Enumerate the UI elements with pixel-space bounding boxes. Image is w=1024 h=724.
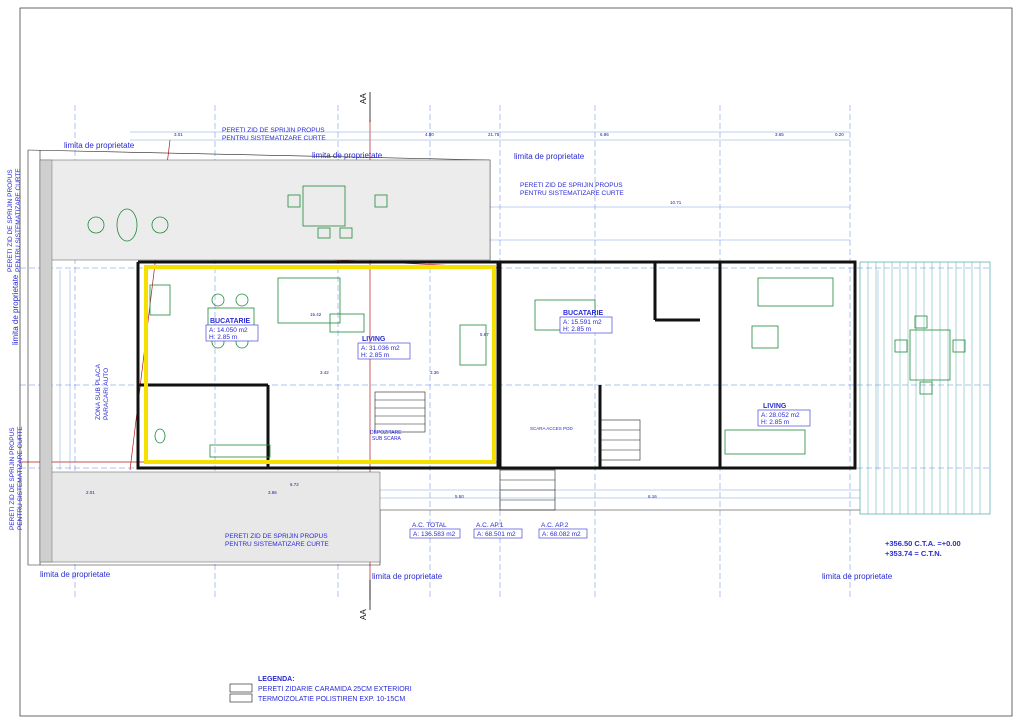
retaining-wall-label-bottom-1: PERETI ZID DE SPRIJIN PROPUS [225,533,328,540]
dim-overall: 21.75 [488,132,500,137]
dim-13: 6.16 [648,494,657,499]
ap2-label: A.C. AP.2 [541,522,569,529]
room-area: A: 31.036 m2 [361,345,400,352]
room-area: A: 28.052 m2 [761,412,800,419]
dim-4: 3.65 [775,132,784,137]
furniture [87,185,966,458]
retaining-wall-label-left-1: PERETI ZID DE SPRIJIN PROPUS [7,169,14,272]
elevation-cta: +356.50 C.T.A. =+0.00 [885,539,961,548]
section-marker-top: AA [359,93,368,104]
parking-zone-label-1: ZONA SUB PLACA [95,363,102,420]
dim-3: 6.86 [600,132,609,137]
dimension-texts: 21.75 3.01 4.80 6.86 3.65 0.20 10.71 3.4… [86,132,844,499]
room-height: H: 2.85 m [209,334,237,341]
room-name: LIVING [362,336,386,343]
property-limit-label-2: limita de proprietate [312,151,383,160]
dim-1: 3.01 [174,132,183,137]
dim-14: 15.42 [310,312,322,317]
dim-7: 3.42 [320,370,329,375]
retaining-wall-label-mid-1: PERETI ZID DE SPRIJIN PROPUS [520,182,623,189]
legend-line-2: TERMOIZOLATIE POLISTIREN EXP. 10-15CM [258,696,405,703]
ap1-label: A.C. AP.1 [476,522,504,529]
section-markers: AA AA [359,92,371,620]
room-name: LIVING [763,403,787,410]
room-area: A: 14.050 m2 [209,327,248,334]
section-marker-bottom: AA [359,609,368,620]
parking-zone-label-2: PARACARI AUTO [103,368,110,420]
retaining-wall-label-top-2: PENTRU SISTEMATIZARE CURTE [222,135,326,142]
room-name: BUCATARIE [563,310,604,317]
property-limit-label-6: limita de proprietate [822,572,893,581]
property-limit-label-4: limita de proprietate [40,570,111,579]
dim-11: 3.66 [268,490,277,495]
dim-5: 0.20 [835,132,844,137]
storage-label-1: DEPOZITARE [370,430,402,436]
terrace-deck [859,261,991,515]
room-height: H: 2.85 m [361,352,389,359]
apartment-highlight [144,265,496,464]
retaining-wall-label-left-3: PERETI ZID DE SPRIJIN PROPUS [9,427,16,530]
ap2-value: A: 68.082 m2 [542,531,581,538]
stair-label: SCARA ACCES POD [530,426,574,431]
ap1-value: A: 68.501 m2 [477,531,516,538]
room-living-right: LIVING A: 28.052 m2 H: 2.85 m [757,403,811,427]
room-height: H: 2.85 m [761,419,789,426]
total-value: A: 136.583 m2 [413,531,456,538]
retaining-wall-label-bottom-2: PENTRU SISTEMATIZARE CURTE [225,541,329,548]
dim-2: 4.80 [425,132,434,137]
elevation-ctn: +353.74 = C.T.N. [885,549,942,558]
dim-10: 2.01 [86,490,95,495]
storage-label-2: SUB SCARA [372,436,402,442]
retaining-wall-label-top-1: PERETI ZID DE SPRIJIN PROPUS [222,127,325,134]
room-area: A: 15.591 m2 [563,319,602,326]
total-label: A.C. TOTAL [412,522,447,529]
room-bucatarie-right: BUCATARIE A: 15.591 m2 H: 2.85 m [559,310,613,334]
stairs [374,391,641,511]
dim-6: 10.71 [670,200,682,205]
room-height: H: 2.85 m [563,326,591,333]
property-limit-label-5: limita de proprietate [372,572,443,581]
area-totals: A.C. TOTAL A: 136.583 m2 A.C. AP.1 A: 68… [409,522,588,539]
dim-12: 5.50 [455,494,464,499]
drawing-frame [19,7,1013,717]
dim-8: 3.36 [430,370,439,375]
property-limit-label-7: limita de proprietate [11,274,20,345]
legend-line-1: PERETI ZIDARIE CARAMIDA 25CM EXTERIORI [258,686,412,693]
retaining-wall-label-left-2: PENTRU SISTEMATIZARE CURTE [15,168,22,272]
lot-boundary [27,149,860,566]
property-limit-label-1: limita de proprietate [64,141,135,150]
legend-title: LEGENDA: [258,676,295,683]
dim-15: 5.67 [480,332,489,337]
retaining-wall-label-left-4: PENTRU SISTEMATIZARE CURTE [17,426,24,530]
exterior-walls [136,260,857,470]
legend: LEGENDA: PERETI ZIDARIE CARAMIDA 25CM EX… [229,676,412,703]
room-living-left: LIVING A: 31.036 m2 H: 2.85 m [357,336,411,360]
dim-9: 6.72 [290,482,299,487]
room-bucatarie-left: BUCATARIE A: 14.050 m2 H: 2.85 m [205,318,259,342]
property-limit-label-3: limita de proprietate [514,152,585,161]
room-name: BUCATARIE [210,318,251,325]
retaining-wall-label-mid-2: PENTRU SISTEMATIZARE CURTE [520,190,624,197]
